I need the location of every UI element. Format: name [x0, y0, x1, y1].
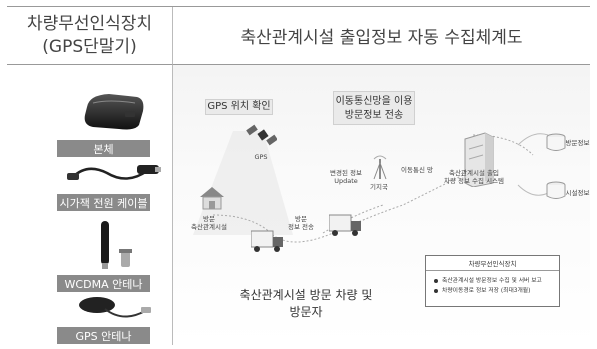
changed-info-line2: Update	[334, 177, 358, 185]
changed-info-line1: 변경된 정보	[330, 169, 362, 177]
left-title-line1: 차량무선인식장치	[26, 13, 153, 34]
gps-antenna-icon	[79, 297, 151, 318]
visitor-caption-line2: 방문자	[289, 305, 323, 319]
bullet-icon	[434, 288, 438, 293]
system-line1: 축산관계시설 출입	[449, 169, 499, 177]
device-label-main-unit: 본체	[57, 140, 150, 157]
info-box-line: 차량이동경로 정보 저장 (최대3개월)	[426, 286, 559, 296]
gps-check-tag: GPS 위치 확인	[205, 99, 273, 115]
truck-icon	[251, 230, 283, 252]
db-facility-label: 시설정보	[565, 189, 590, 197]
left-header: 차량무선인식장치 (GPS단말기)	[7, 7, 173, 65]
base-station-icon	[373, 155, 387, 180]
device-label-wcdma-antenna: WCDMA 안테나	[57, 275, 150, 292]
gps-check-label: GPS 위치 확인	[207, 101, 271, 112]
satellite-icon	[246, 124, 277, 146]
info-box-title: 차량무선인식장치	[426, 256, 559, 271]
mobile-network-tag: 이동통신망을 이용 방문정보 전송	[333, 91, 415, 125]
visit-send-label: 방문 정보 전송	[281, 215, 321, 231]
flow-diagram: GPS 위치 확인 이동통신망을 이용 방문정보 전송 GPS 방문 축산관계시…	[173, 65, 590, 345]
system-label: 축산관계시설 출입 차량 정보 수집 시스템	[439, 169, 509, 185]
visitor-caption-line1: 축산관계시설 방문 차량 및	[239, 288, 373, 302]
left-title-line2: (GPS단말기)	[42, 36, 137, 57]
base-station-label: 기지국	[370, 183, 388, 191]
device-label-power-cable: 시가잭 전원 케이블	[57, 194, 150, 211]
mobile-net-label: 이동통신 망	[401, 166, 433, 174]
database-icon	[546, 181, 566, 199]
mobile-network-line2: 방문정보 전송	[344, 110, 404, 121]
truck-icon	[329, 214, 361, 236]
changed-info-label: 변경된 정보 Update	[321, 169, 371, 185]
visit-farm-label: 방문 축산관계시설	[179, 215, 239, 231]
info-box-line1-text: 축산관계시설 방문정보 수집 및 서버 보고	[442, 278, 542, 284]
wcdma-antenna-icon	[101, 221, 132, 269]
info-box-line2-text: 차량이동경로 정보 저장 (최대3개월)	[442, 288, 531, 294]
bullet-icon	[434, 278, 438, 283]
database-icon	[546, 133, 566, 151]
server-icon	[464, 132, 494, 187]
right-header: 축산관계시설 출입정보 자동 수집체계도	[173, 7, 590, 65]
visit-send-line2: 정보 전송	[288, 223, 314, 231]
info-box-line: 축산관계시설 방문정보 수집 및 서버 보고	[426, 276, 559, 286]
diagram-frame: 차량무선인식장치 (GPS단말기) 축산관계시설 출입정보 자동 수집체계도 본…	[7, 6, 590, 345]
visitor-caption: 축산관계시설 방문 차량 및 방문자	[221, 287, 391, 321]
farm-house-icon	[200, 187, 224, 210]
visit-farm-line1: 방문	[203, 215, 215, 223]
device-label-gps-antenna: GPS 안테나	[57, 327, 150, 344]
mobile-network-line1: 이동통신망을 이용	[335, 96, 413, 107]
system-line2: 차량 정보 수집 시스템	[443, 177, 505, 185]
main-unit-icon	[84, 94, 144, 130]
gps-label: GPS	[254, 153, 268, 161]
visit-send-line1: 방문	[295, 215, 307, 223]
visit-farm-line2: 축산관계시설	[191, 223, 227, 231]
device-info-box: 차량무선인식장치 축산관계시설 방문정보 수집 및 서버 보고 차량이동경로 정…	[425, 255, 560, 307]
device-components: 본체 시가잭 전원 케이블 WCDMA 안테나 GPS 안테나	[7, 65, 173, 345]
cigar-jack-cable-icon	[67, 165, 161, 180]
db-visit-label: 방문정보	[565, 139, 590, 147]
